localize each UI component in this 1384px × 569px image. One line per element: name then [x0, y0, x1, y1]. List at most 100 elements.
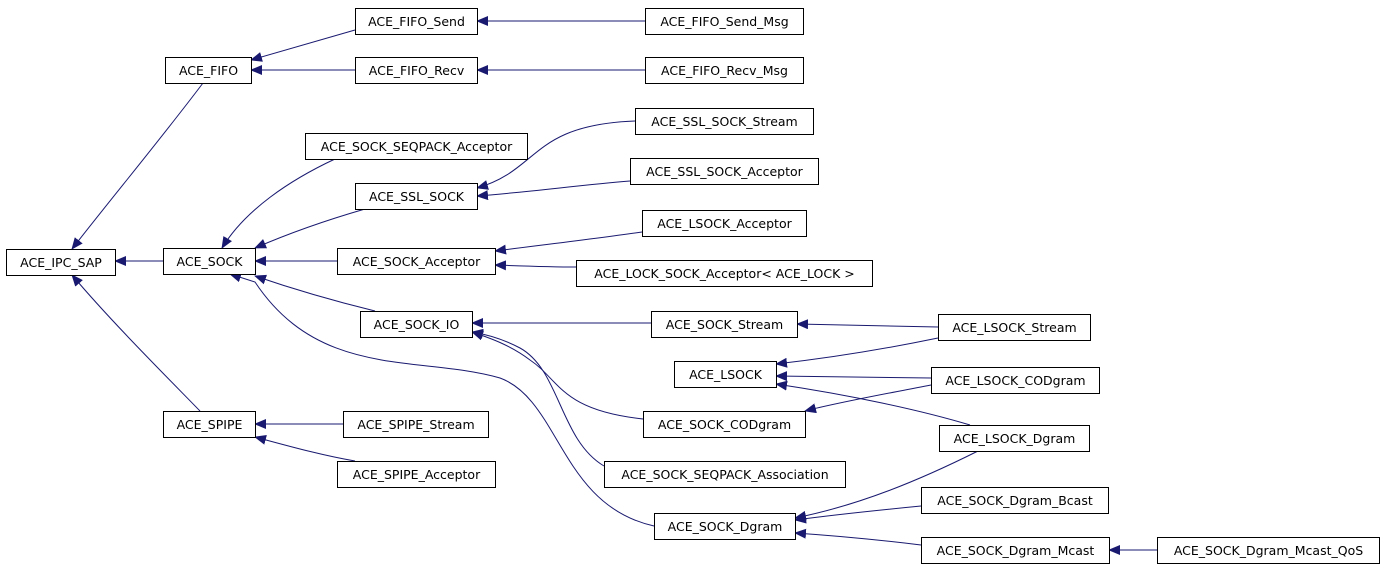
- class-node-label: ACE_SOCK_Dgram_Mcast: [937, 543, 1095, 558]
- class-node-box[interactable]: [355, 183, 478, 210]
- class-node-box[interactable]: [355, 57, 478, 84]
- class-node-box[interactable]: [163, 248, 256, 275]
- class-node-label: ACE_LOCK_SOCK_Acceptor< ACE_LOCK >: [594, 266, 854, 281]
- class-node-sock-codgram[interactable]: ACE_SOCK_CODgram: [643, 411, 806, 438]
- class-node-box[interactable]: [921, 537, 1110, 564]
- class-node-sock[interactable]: ACE_SOCK: [163, 248, 256, 275]
- class-node-label: ACE_LSOCK_Dgram: [954, 431, 1076, 446]
- edge-lsock-codgram-to-lsock: [775, 371, 932, 382]
- class-node-lsock-dgram[interactable]: ACE_LSOCK_Dgram: [939, 425, 1090, 452]
- class-node-box[interactable]: [939, 425, 1090, 452]
- class-node-ipc-sap[interactable]: ACE_IPC_SAP: [6, 249, 116, 276]
- edge-spipe-to-ipc-sap: [71, 274, 201, 412]
- class-node-label: ACE_SSL_SOCK_Acceptor: [646, 164, 803, 179]
- class-node-box[interactable]: [165, 57, 252, 84]
- class-node-box[interactable]: [337, 461, 496, 488]
- class-node-box[interactable]: [576, 260, 873, 287]
- class-node-sock-dgram-mcast-qos[interactable]: ACE_SOCK_Dgram_Mcast_QoS: [1157, 537, 1380, 564]
- class-node-fifo-send[interactable]: ACE_FIFO_Send: [355, 8, 478, 35]
- class-node-box[interactable]: [654, 513, 796, 540]
- class-node-sock-dgram-mcast[interactable]: ACE_SOCK_Dgram_Mcast: [921, 537, 1110, 564]
- class-node-label: ACE_SSL_SOCK_Stream: [651, 114, 797, 129]
- edge-lsock-codgram-to-sock-codgram: [804, 384, 932, 414]
- class-node-lsock-stream[interactable]: ACE_LSOCK_Stream: [938, 314, 1091, 341]
- class-node-box[interactable]: [1157, 537, 1380, 564]
- class-node-ssl-sock-stream[interactable]: ACE_SSL_SOCK_Stream: [635, 108, 814, 135]
- class-node-fifo-send-msg[interactable]: ACE_FIFO_Send_Msg: [645, 8, 804, 35]
- class-node-label: ACE_LSOCK_CODgram: [945, 373, 1085, 388]
- class-nodes: ACE_IPC_SAP ACE_FIFO ACE_SOCK ACE_SPIPE ACE_…: [6, 8, 1380, 564]
- class-node-box[interactable]: [6, 249, 116, 276]
- class-node-spipe[interactable]: ACE_SPIPE: [163, 411, 256, 438]
- class-node-sock-io[interactable]: ACE_SOCK_IO: [360, 311, 473, 338]
- class-node-spipe-acceptor[interactable]: ACE_SPIPE_Acceptor: [337, 461, 496, 488]
- class-node-spipe-stream[interactable]: ACE_SPIPE_Stream: [343, 411, 489, 438]
- class-node-lsock[interactable]: ACE_LSOCK: [674, 361, 777, 388]
- class-node-sock-seqpack-acceptor[interactable]: ACE_SOCK_SEQPACK_Acceptor: [305, 133, 528, 160]
- edge-spipe-acceptor-to-spipe: [254, 435, 356, 462]
- class-node-label: ACE_SOCK_SEQPACK_Association: [621, 467, 828, 482]
- class-node-sock-stream[interactable]: ACE_SOCK_Stream: [651, 311, 798, 338]
- class-node-label: ACE_FIFO_Send_Msg: [660, 14, 788, 29]
- class-node-box[interactable]: [163, 411, 256, 438]
- class-node-fifo-recv[interactable]: ACE_FIFO_Recv: [355, 57, 478, 84]
- edge-lock-sock-acceptor-to-sock-acceptor: [494, 260, 577, 271]
- class-node-box[interactable]: [337, 248, 496, 275]
- class-node-ssl-sock[interactable]: ACE_SSL_SOCK: [355, 183, 478, 210]
- edge-lsock-stream-to-sock-stream: [796, 319, 939, 330]
- edge-ssl-sock-to-sock: [254, 208, 366, 249]
- class-node-sock-seqpack-association[interactable]: ACE_SOCK_SEQPACK_Association: [604, 461, 846, 488]
- class-node-box[interactable]: [642, 210, 807, 237]
- class-node-label: ACE_SPIPE_Stream: [357, 417, 474, 432]
- class-node-label: ACE_FIFO: [179, 63, 238, 78]
- class-node-sock-dgram[interactable]: ACE_SOCK_Dgram: [654, 513, 796, 540]
- class-node-label: ACE_LSOCK_Stream: [952, 320, 1076, 335]
- class-node-box[interactable]: [651, 311, 798, 338]
- class-node-label: ACE_FIFO_Recv_Msg: [661, 63, 788, 78]
- class-node-box[interactable]: [674, 361, 777, 388]
- edge-ssl-sock-acceptor-to-ssl-sock: [476, 180, 631, 201]
- class-node-box[interactable]: [630, 158, 819, 185]
- edge-sock-dgram-mcast-to-sock-dgram: [794, 528, 922, 546]
- edge-lsock-dgram-to-lsock: [775, 380, 971, 426]
- class-node-fifo-recv-msg[interactable]: ACE_FIFO_Recv_Msg: [645, 57, 804, 84]
- class-node-label: ACE_SOCK_IO: [374, 317, 460, 332]
- edge-ssl-sock-stream-to-ssl-sock: [476, 120, 636, 190]
- class-node-sock-dgram-bcast[interactable]: ACE_SOCK_Dgram_Bcast: [921, 487, 1109, 514]
- edge-lsock-stream-to-lsock: [775, 337, 939, 368]
- class-node-box[interactable]: [305, 133, 528, 160]
- class-node-box[interactable]: [938, 314, 1091, 341]
- class-node-box[interactable]: [355, 8, 478, 35]
- class-node-box[interactable]: [645, 57, 804, 84]
- class-node-label: ACE_SOCK: [177, 254, 244, 269]
- class-node-fifo[interactable]: ACE_FIFO: [165, 57, 252, 84]
- class-node-lsock-codgram[interactable]: ACE_LSOCK_CODgram: [931, 367, 1100, 394]
- edge-sock-io-to-sock: [254, 274, 376, 312]
- edge-sock-codgram-to-sock-io: [471, 330, 644, 420]
- class-node-label: ACE_SOCK_Dgram: [668, 519, 783, 534]
- class-node-sock-acceptor[interactable]: ACE_SOCK_Acceptor: [337, 248, 496, 275]
- class-node-lsock-acceptor[interactable]: ACE_LSOCK_Acceptor: [642, 210, 807, 237]
- class-node-box[interactable]: [931, 367, 1100, 394]
- class-node-box[interactable]: [360, 311, 473, 338]
- class-node-ssl-sock-acceptor[interactable]: ACE_SSL_SOCK_Acceptor: [630, 158, 819, 185]
- class-node-box[interactable]: [921, 487, 1109, 514]
- edge-sock-seqpack-association-to-sock-io: [471, 328, 605, 467]
- class-node-box[interactable]: [643, 411, 806, 438]
- class-node-label: ACE_SOCK_CODgram: [658, 417, 791, 432]
- class-node-label: ACE_SPIPE: [177, 417, 243, 432]
- edge-lsock-dgram-to-sock-dgram: [794, 450, 979, 521]
- class-node-label: ACE_SOCK_SEQPACK_Acceptor: [321, 139, 513, 154]
- class-node-label: ACE_LSOCK_Acceptor: [657, 216, 792, 231]
- edge-fifo-to-ipc-sap: [71, 82, 204, 250]
- edge-fifo-send-to-fifo: [250, 29, 356, 62]
- class-node-box[interactable]: [343, 411, 489, 438]
- class-node-label: ACE_SOCK_Dgram_Mcast_QoS: [1174, 543, 1363, 558]
- class-node-label: ACE_SSL_SOCK: [369, 189, 465, 204]
- class-node-box[interactable]: [635, 108, 814, 135]
- class-node-lock-sock-acceptor[interactable]: ACE_LOCK_SOCK_Acceptor< ACE_LOCK >: [576, 260, 873, 287]
- class-node-box[interactable]: [604, 461, 846, 488]
- class-node-label: ACE_FIFO_Recv: [369, 63, 465, 78]
- class-node-box[interactable]: [645, 8, 804, 35]
